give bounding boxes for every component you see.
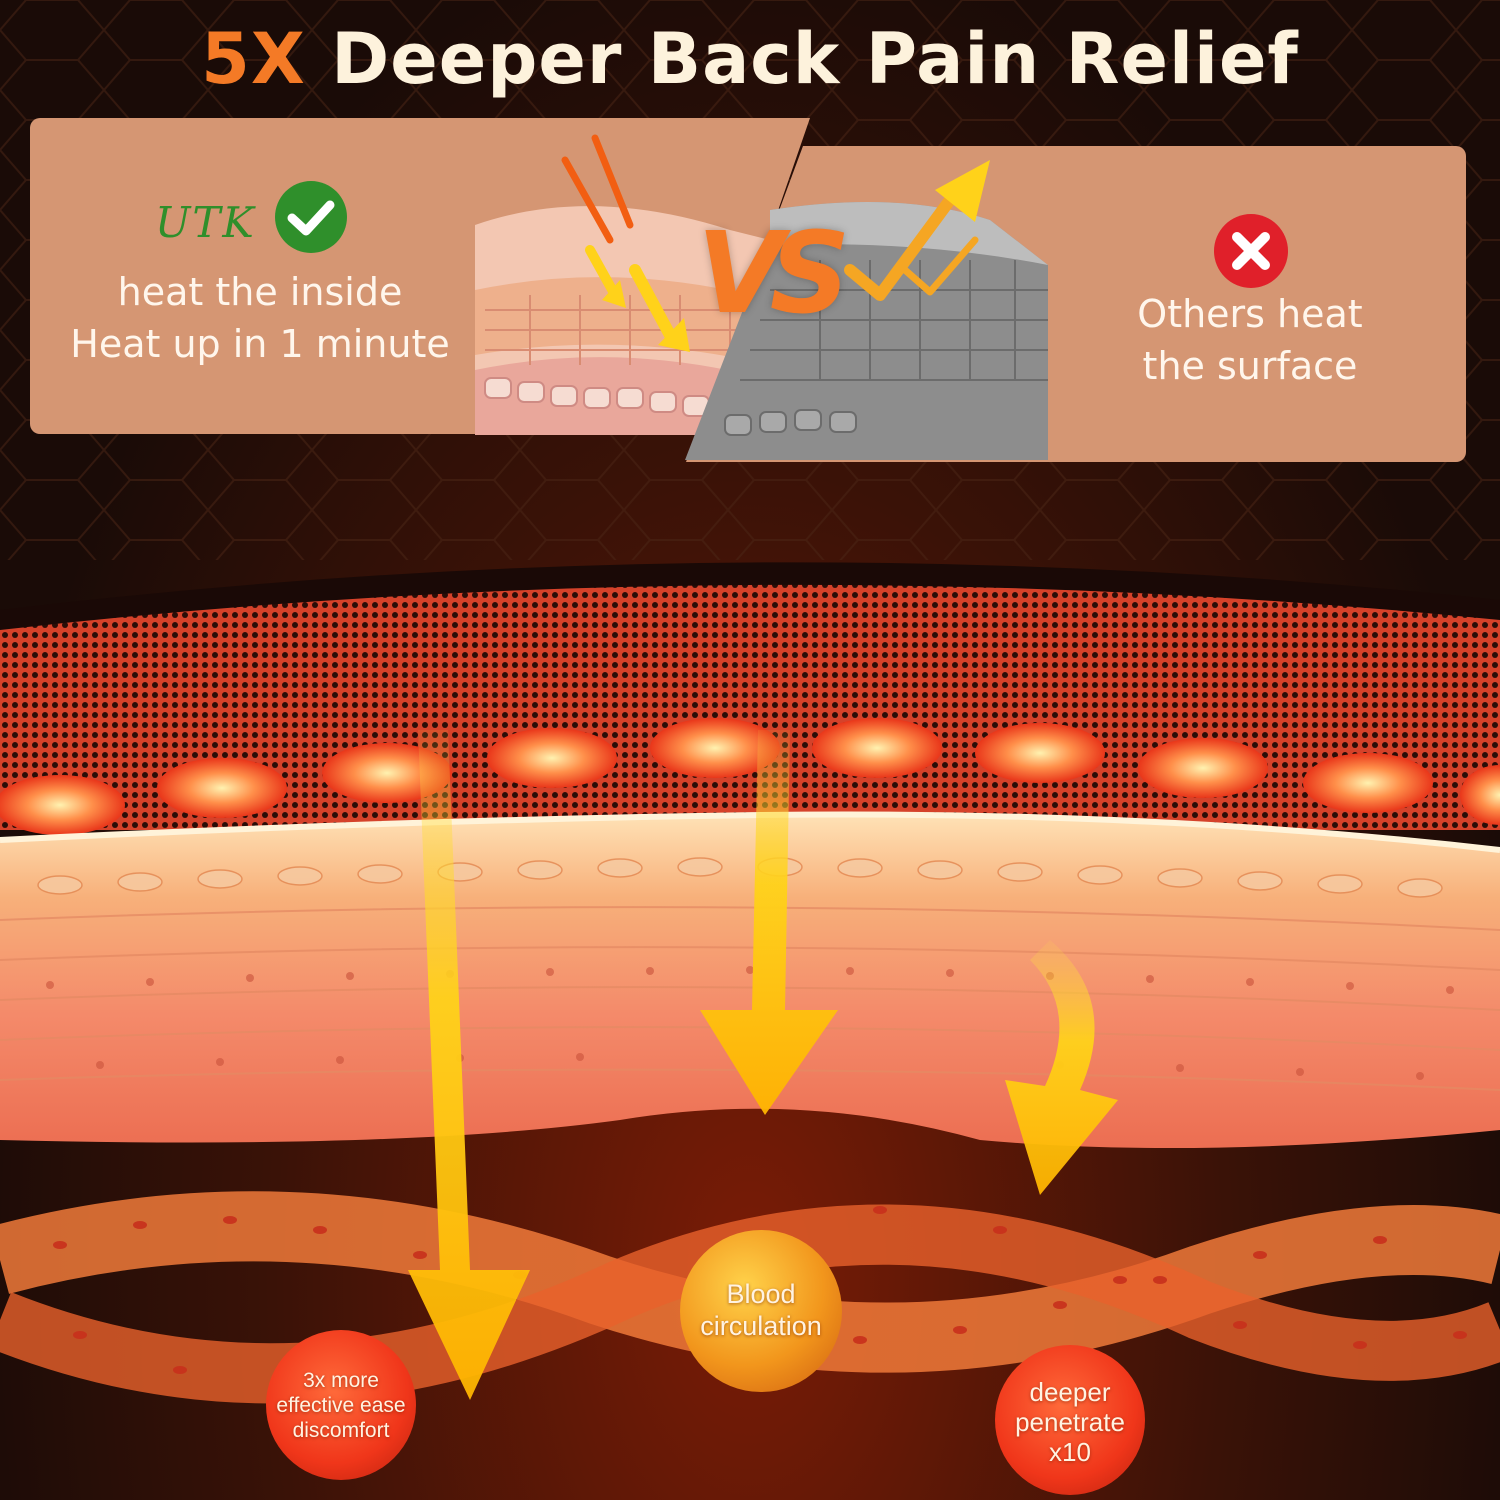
blood-circulation-badge: Blood circulation [680,1230,842,1392]
others-line-2: the surface [1142,344,1358,388]
heated-skin-block [475,206,770,435]
ease-discomfort-badge: 3x more effective ease discomfort [266,1330,416,1480]
check-icon [275,181,347,253]
heating-pad-illustration [0,562,1500,1404]
surface-skin-block [685,202,1048,460]
deep-line-2: penetrate [1015,1407,1125,1437]
heating-elements [0,718,1500,835]
skin-tissue-layer [0,811,1500,1148]
utk-line-2: Heat up in 1 minute [70,322,450,366]
utk-description: heat the inside Heat up in 1 minute [40,266,480,370]
heat-penetration-arrows [408,730,1118,1400]
blood-line-1: Blood [726,1279,796,1309]
headline: 5X Deeper Back Pain Relief [0,18,1500,100]
others-line-1: Others heat [1137,292,1363,336]
ease-line-3: discomfort [292,1419,390,1442]
others-description: Others heat the surface [1090,288,1410,392]
surface-heat-arrow-icon [844,160,990,301]
heat-arrow-icon [561,134,690,352]
deep-line-1: deeper [1029,1377,1111,1407]
cross-icon [1214,214,1288,288]
skin-layer-comparison-illustration [475,134,1048,460]
headline-text: Deeper Back Pain Relief [305,18,1299,100]
ease-line-1: 3x more [303,1369,379,1392]
blood-line-2: circulation [700,1311,822,1341]
ease-line-2: effective ease [276,1394,406,1417]
deep-line-3: x10 [1049,1437,1091,1467]
headline-accent: 5X [201,18,306,100]
utk-line-1: heat the inside [117,270,403,314]
vs-label: VS [697,209,850,339]
deeper-penetrate-badge: deeper penetrate x10 [995,1345,1145,1495]
brand-logo: UTK [155,198,256,247]
